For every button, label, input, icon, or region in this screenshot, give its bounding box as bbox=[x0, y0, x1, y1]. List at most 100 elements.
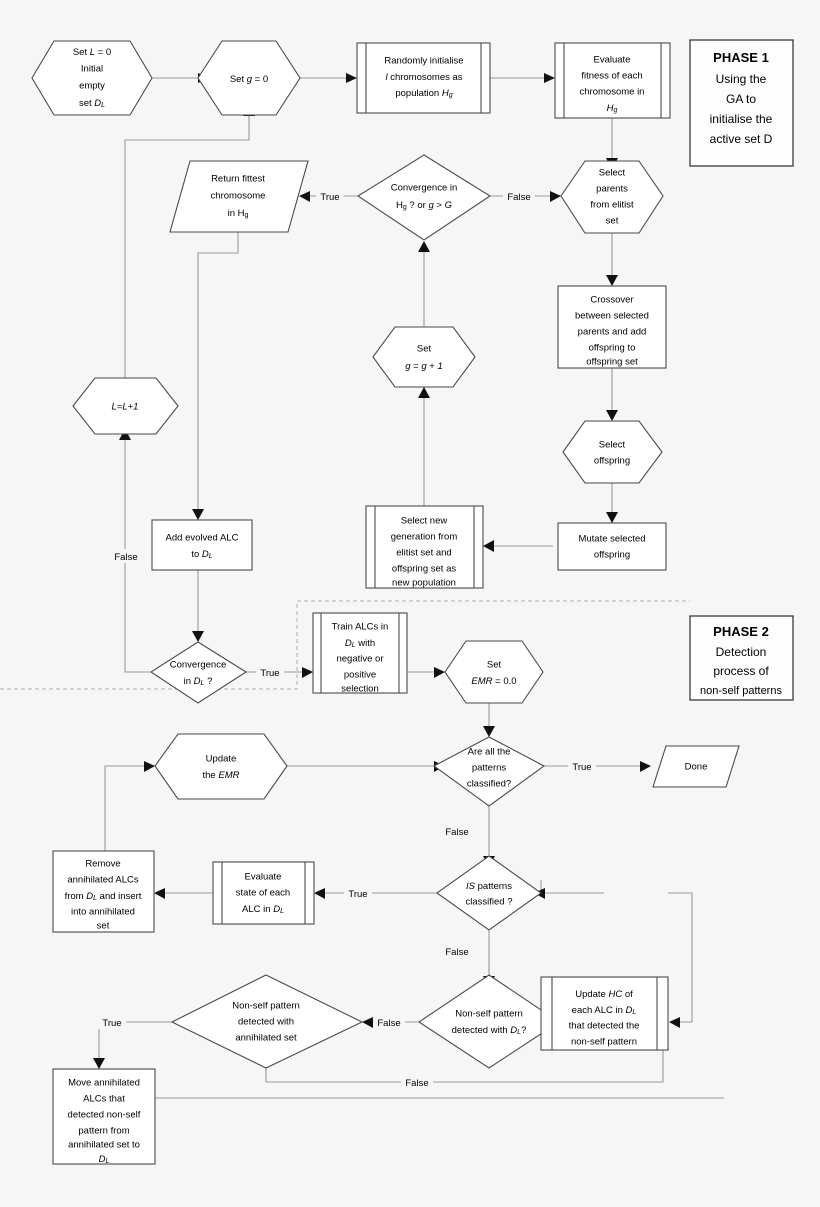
node-convergence-hg[interactable]: Convergence in Hg ? or g > G bbox=[356, 154, 492, 241]
svg-text:detected non-self: detected non-self bbox=[68, 1110, 141, 1121]
svg-text:set DL: set DL bbox=[79, 98, 105, 109]
node-move-annihilated-alcs[interactable]: Move annihilated ALCs that detected non-… bbox=[52, 1068, 156, 1165]
edge-label-true-4: True bbox=[344, 886, 372, 900]
svg-text:annihilated set: annihilated set bbox=[235, 1033, 297, 1044]
phase1-line-2: GA to bbox=[726, 92, 756, 106]
node-nonself-annihilated[interactable]: Non-self pattern detected with annihilat… bbox=[170, 974, 364, 1069]
svg-text:Select: Select bbox=[599, 168, 626, 179]
svg-text:Convergence: Convergence bbox=[170, 660, 227, 671]
node-update-hc[interactable]: Update HC of each ALC in DL that detecte… bbox=[540, 976, 669, 1051]
node-select-new-generation[interactable]: Select new generation from elitist set a… bbox=[365, 505, 484, 589]
svg-text:the EMR: the EMR bbox=[203, 770, 240, 781]
svg-text:offspring: offspring bbox=[594, 456, 630, 467]
node-mutate[interactable]: Mutate selected offspring bbox=[557, 522, 667, 571]
node-crossover[interactable]: Crossover between selected parents and a… bbox=[557, 285, 667, 369]
svg-text:annihilated set to: annihilated set to bbox=[68, 1140, 140, 1151]
svg-text:True: True bbox=[320, 192, 339, 203]
node-done[interactable]: Done bbox=[652, 745, 740, 788]
svg-text:Update: Update bbox=[206, 754, 237, 765]
svg-text:new population: new population bbox=[392, 578, 456, 589]
svg-text:Set L = 0: Set L = 0 bbox=[73, 47, 111, 58]
node-L-plus-1[interactable]: L=L+1 bbox=[72, 377, 179, 435]
node-return-fittest[interactable]: Return fittest chromosome in Hg bbox=[169, 160, 309, 233]
svg-text:g = g + 1: g = g + 1 bbox=[405, 361, 443, 372]
node-convergence-dl[interactable]: Convergence in DL ? bbox=[149, 641, 248, 704]
phase2-line-1: Detection bbox=[716, 645, 767, 659]
node-nonself-dl[interactable]: Non-self pattern detected with DL? bbox=[418, 974, 560, 1069]
svg-text:l chromosomes as: l chromosomes as bbox=[385, 72, 462, 83]
svg-text:False: False bbox=[377, 1018, 400, 1029]
node-set-L0[interactable]: Set L = 0 Initial empty set DL bbox=[31, 40, 153, 116]
svg-text:False: False bbox=[445, 827, 468, 838]
svg-text:Remove: Remove bbox=[85, 859, 120, 870]
svg-text:Add evolved ALC: Add evolved ALC bbox=[166, 533, 239, 544]
edge-label-false-3: False bbox=[441, 824, 473, 838]
node-set-g-plus-1[interactable]: Set g = g + 1 bbox=[372, 326, 476, 388]
svg-text:Evaluate: Evaluate bbox=[245, 872, 282, 883]
svg-text:annihilated ALCs: annihilated ALCs bbox=[67, 875, 139, 886]
svg-text:generation from: generation from bbox=[391, 532, 458, 543]
edge-label-true-2: True bbox=[256, 665, 284, 679]
svg-text:from elitist: from elitist bbox=[590, 200, 634, 211]
svg-text:Train ALCs in: Train ALCs in bbox=[332, 622, 389, 633]
node-randomly-initialise[interactable]: Randomly initialise l chromosomes as pop… bbox=[356, 42, 491, 114]
svg-text:set: set bbox=[97, 921, 110, 932]
svg-text:from DL and insert: from DL and insert bbox=[65, 891, 142, 902]
svg-text:parents: parents bbox=[596, 184, 628, 195]
node-are-all-patterns-classified[interactable]: Are all the patterns classified? bbox=[432, 736, 546, 807]
edge-label-false-2: False bbox=[110, 549, 142, 563]
svg-text:detected with: detected with bbox=[238, 1017, 294, 1028]
svg-text:offspring: offspring bbox=[594, 550, 630, 561]
svg-text:False: False bbox=[114, 552, 137, 563]
svg-text:Randomly initialise: Randomly initialise bbox=[384, 56, 463, 67]
connectors bbox=[93, 73, 724, 1099]
phase1-line-3: initialise the bbox=[710, 112, 773, 126]
edge-label-false-5: False bbox=[373, 1015, 405, 1029]
node-remove-annihilated-alcs[interactable]: Remove annihilated ALCs from DL and inse… bbox=[52, 850, 155, 933]
svg-text:classified?: classified? bbox=[467, 779, 511, 790]
node-set-g0[interactable]: Set g = 0 bbox=[197, 40, 301, 116]
svg-text:Return fittest: Return fittest bbox=[211, 174, 265, 185]
svg-text:negative or: negative or bbox=[336, 654, 383, 665]
svg-text:empty: empty bbox=[79, 81, 105, 92]
svg-text:parents and add: parents and add bbox=[578, 327, 647, 338]
svg-text:DL with: DL with bbox=[345, 638, 375, 649]
svg-text:non-self pattern: non-self pattern bbox=[571, 1037, 637, 1048]
svg-text:chromosome: chromosome bbox=[211, 191, 266, 202]
edge-label-false-4: False bbox=[441, 944, 473, 958]
svg-text:False: False bbox=[445, 947, 468, 958]
edge-label-false-6: False bbox=[401, 1075, 433, 1089]
node-is-patterns-classified[interactable]: IS patterns classified ? bbox=[436, 855, 542, 931]
phase2-title: PHASE 2 bbox=[713, 624, 769, 639]
svg-text:ALCs that: ALCs that bbox=[83, 1094, 125, 1105]
node-evaluate-state[interactable]: Evaluate state of each ALC in DL bbox=[212, 861, 315, 925]
node-train-alcs[interactable]: Train ALCs in DL with negative or positi… bbox=[312, 612, 408, 695]
phase1-line-1: Using the bbox=[716, 72, 767, 86]
svg-text:Initial: Initial bbox=[81, 64, 103, 75]
svg-text:Convergence in: Convergence in bbox=[391, 183, 458, 194]
edge-label-false-1: False bbox=[503, 189, 535, 203]
svg-text:between selected: between selected bbox=[575, 311, 649, 322]
svg-text:fitness of each: fitness of each bbox=[581, 71, 642, 82]
node-update-emr[interactable]: Update the EMR bbox=[154, 733, 288, 800]
svg-text:Select new: Select new bbox=[401, 516, 448, 527]
phase-separator bbox=[0, 600, 690, 690]
svg-text:L=L+1: L=L+1 bbox=[112, 402, 139, 413]
node-select-offspring[interactable]: Select offspring bbox=[562, 420, 663, 484]
phase1-title: PHASE 1 bbox=[713, 50, 769, 65]
svg-text:pattern from: pattern from bbox=[78, 1126, 129, 1137]
phase1-line-4: active set D bbox=[710, 132, 773, 146]
svg-text:ALC in DL: ALC in DL bbox=[242, 904, 284, 915]
node-add-evolved-alc[interactable]: Add evolved ALC to DL bbox=[151, 519, 253, 571]
svg-text:detected with DL?: detected with DL? bbox=[452, 1025, 527, 1036]
svg-text:to DL: to DL bbox=[191, 549, 212, 560]
svg-text:population Hg: population Hg bbox=[395, 88, 452, 99]
svg-text:Mutate selected: Mutate selected bbox=[578, 534, 645, 545]
node-select-parents[interactable]: Select parents from elitist set bbox=[560, 160, 664, 234]
node-set-emr[interactable]: Set EMR = 0.0 bbox=[444, 640, 544, 704]
node-evaluate-fitness[interactable]: Evaluate fitness of each chromosome in H… bbox=[554, 42, 671, 119]
svg-text:Hg: Hg bbox=[607, 103, 618, 114]
svg-text:Select: Select bbox=[599, 440, 626, 451]
